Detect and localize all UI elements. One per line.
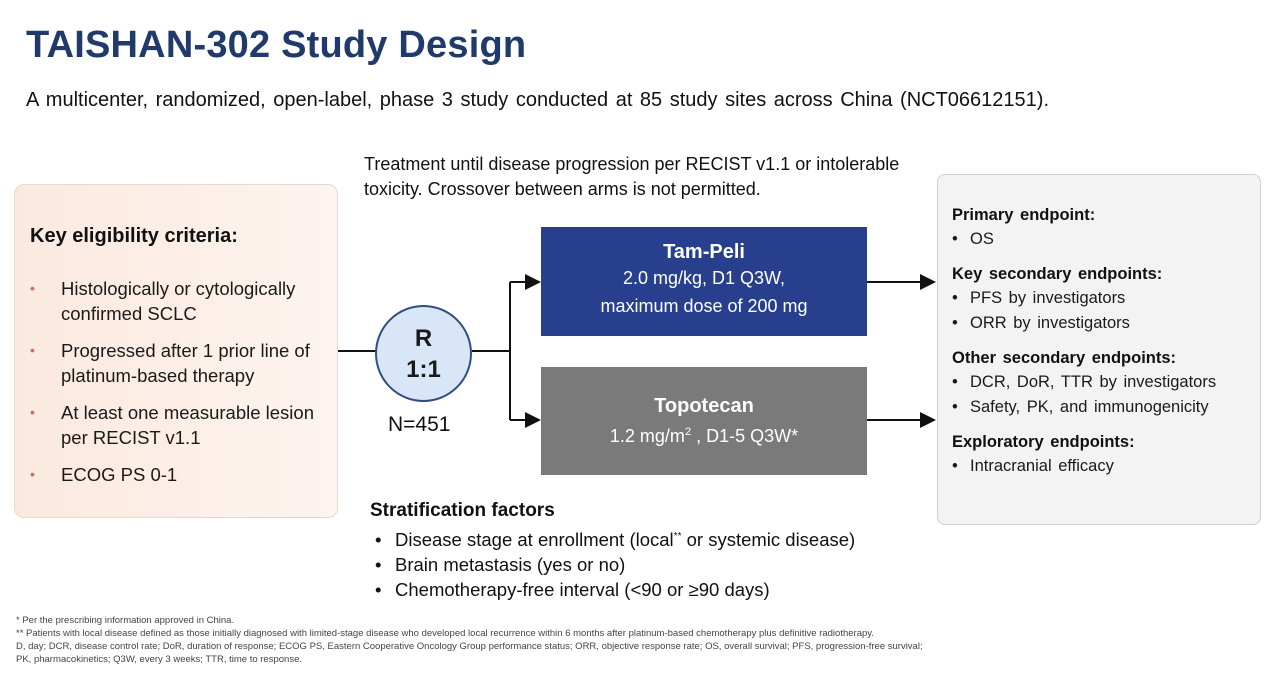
key-secondary-endpoint-group: Key secondary endpoints: •PFS by investi… <box>952 262 1260 336</box>
footnote: PK, pharmacokinetics; Q3W, every 3 weeks… <box>16 654 302 665</box>
bullet-icon: • <box>30 342 35 358</box>
stratification-heading: Stratification factors <box>370 500 555 521</box>
endpoint-item: •PFS by investigators <box>952 289 1126 307</box>
arm-tam-peli: Tam-Peli 2.0 mg/kg, D1 Q3W, maximum dose… <box>541 227 867 336</box>
arm-dose-line: 1.2 mg/m2 , D1-5 Q3W* <box>609 426 799 446</box>
treatment-note: Treatment until disease progression per … <box>364 154 900 199</box>
footnote: ** Patients with local disease defined a… <box>16 628 874 639</box>
stratification-factors: Stratification factors •Disease stage at… <box>370 500 855 602</box>
primary-endpoint-group: Primary endpoint: •OS <box>952 203 1260 252</box>
sample-size-label: N=451 <box>388 413 451 436</box>
endpoint-heading: Exploratory endpoints: <box>952 433 1135 451</box>
bullet-icon: • <box>30 404 35 420</box>
page-subtitle: A multicenter, randomized, open-label, p… <box>26 89 1050 111</box>
arm-name: Topotecan <box>654 395 754 417</box>
footnote: * Per the prescribing information approv… <box>16 615 235 626</box>
endpoint-item: •DCR, DoR, TTR by investigators <box>952 373 1217 391</box>
other-secondary-endpoint-group: Other secondary endpoints: •DCR, DoR, TT… <box>952 346 1260 420</box>
eligibility-item: •Histologically or cytologically confirm… <box>30 278 296 324</box>
bullet-icon: • <box>30 280 35 296</box>
endpoint-item: •Safety, PK, and immunogenicity <box>952 398 1209 416</box>
eligibility-list: •Histologically or cytologically confirm… <box>30 276 330 499</box>
eligibility-item: •At least one measurable lesion per RECI… <box>30 402 314 448</box>
eligibility-title: Key eligibility criteria: <box>30 225 238 247</box>
stratification-item: •Disease stage at enrollment (local** or… <box>375 529 856 551</box>
eligibility-item: •Progressed after 1 prior line of platin… <box>30 340 310 386</box>
bullet-icon: • <box>30 466 35 482</box>
randomization-label: R <box>414 324 433 352</box>
endpoints-box: Primary endpoint: •OS Key secondary endp… <box>937 174 1261 525</box>
stratification-item: •Brain metastasis (yes or no) <box>375 554 626 576</box>
exploratory-endpoint-group: Exploratory endpoints: •Intracranial eff… <box>952 430 1260 479</box>
eligibility-item: •ECOG PS 0-1 <box>30 464 178 485</box>
arm-dose-line: maximum dose of 200 mg <box>600 296 808 316</box>
arm-dose-line: 2.0 mg/kg, D1 Q3W, <box>622 268 786 288</box>
stratification-item: •Chemotherapy-free interval (<90 or ≥90 … <box>375 579 770 601</box>
randomization-ratio: 1:1 <box>406 355 441 383</box>
footnotes: * Per the prescribing information approv… <box>16 614 1266 666</box>
arm-topotecan: Topotecan 1.2 mg/m2 , D1-5 Q3W* <box>541 367 867 475</box>
randomization-circle: R 1:1 <box>375 305 472 402</box>
endpoint-heading: Key secondary endpoints: <box>952 265 1163 283</box>
endpoint-item: •OS <box>952 230 994 248</box>
endpoint-item: •ORR by investigators <box>952 314 1130 332</box>
endpoint-item: •Intracranial efficacy <box>952 457 1114 475</box>
arm-name: Tam-Peli <box>663 241 745 263</box>
eligibility-box: Key eligibility criteria: •Histologicall… <box>14 184 338 518</box>
page-title: TAISHAN-302 Study Design <box>26 24 527 66</box>
footnote: D, day; DCR, disease control rate; DoR, … <box>16 641 923 652</box>
endpoint-heading: Primary endpoint: <box>952 206 1096 224</box>
endpoint-heading: Other secondary endpoints: <box>952 349 1177 367</box>
